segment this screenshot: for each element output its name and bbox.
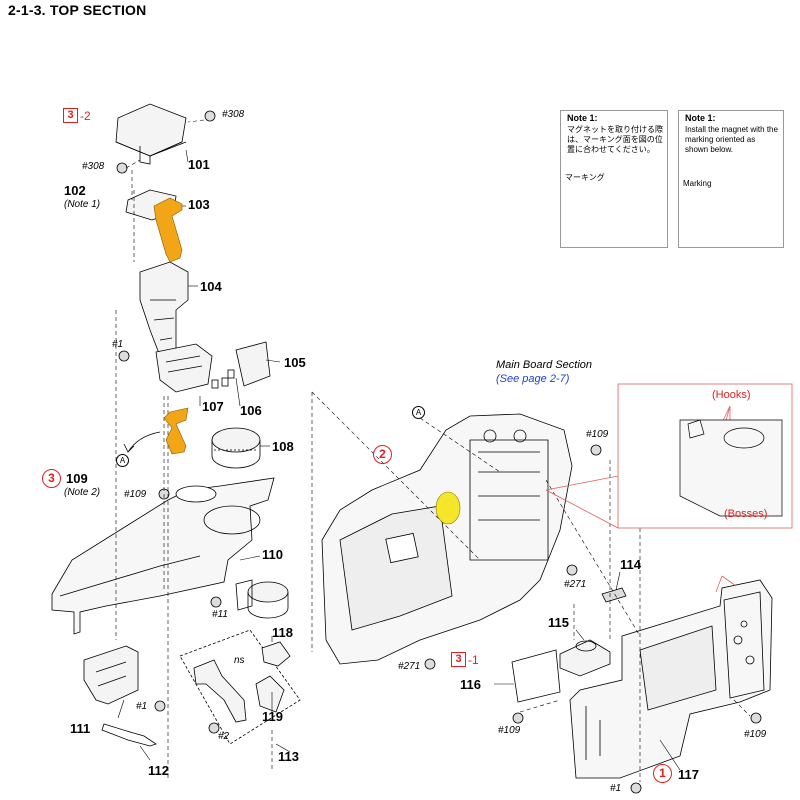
- marker-a-left: A: [116, 454, 129, 467]
- part-label-115: 115: [548, 615, 569, 630]
- hooks-label: (Hooks): [712, 389, 751, 401]
- screw-label-271-left: #271: [398, 661, 421, 672]
- note-en-title: Note 1:: [685, 113, 716, 123]
- note-jp-title: Note 1:: [567, 113, 598, 123]
- note-box-english: Note 1: Install the magnet with the mark…: [678, 110, 784, 248]
- part-label-105: 105: [284, 355, 306, 370]
- screw-label-109-lower: #109: [498, 725, 521, 736]
- page-title: 2-1-3. TOP SECTION: [8, 2, 147, 18]
- part-label-107: 107: [202, 399, 224, 414]
- part-label-102: 102: [64, 183, 86, 198]
- part-label-118: 118: [272, 625, 293, 640]
- note-jp-marking-label: マーキング: [565, 173, 605, 182]
- ref-circle-2: 2: [373, 445, 392, 464]
- screw-label-109-right: #109: [744, 729, 767, 740]
- ref-3-1-suffix: -1: [468, 653, 479, 667]
- part-label-104: 104: [200, 279, 222, 294]
- screw-label-2: #2: [218, 731, 230, 742]
- screw-label-271-right: #271: [564, 579, 587, 590]
- part-label-112: 112: [148, 763, 169, 778]
- screw-label-109-body: #109: [586, 429, 609, 440]
- main-board-label: Main Board Section: [496, 359, 592, 371]
- part-label-110: 110: [262, 547, 283, 562]
- note-en-text: Install the magnet with the marking orie…: [685, 125, 778, 154]
- note-en-marking-label: Marking: [683, 179, 712, 188]
- screw-label-ns: ns: [234, 655, 245, 666]
- main-board-page-link[interactable]: (See page 2-7): [496, 373, 570, 385]
- part-label-111: 111: [70, 721, 91, 736]
- screw-label-109-cover: #109: [124, 489, 147, 500]
- ref-circle-1: 1: [653, 764, 672, 783]
- screw-label-1-upper: #1: [112, 339, 124, 350]
- screw-label-308-left: #308: [82, 161, 105, 172]
- marker-a-body: A: [412, 406, 425, 419]
- part-label-106: 106: [240, 403, 262, 418]
- ref-3-2-suffix: -2: [80, 109, 91, 123]
- part-label-108: 108: [272, 439, 294, 454]
- part-label-103: 103: [188, 197, 210, 212]
- part-label-113: 113: [278, 749, 299, 764]
- part-109-note: (Note 2): [64, 487, 101, 498]
- part-label-109: 109: [66, 471, 88, 486]
- part-label-119: 119: [262, 709, 283, 724]
- bosses-label: (Bosses): [724, 508, 768, 520]
- note-box-japanese: Note 1: マグネットを取り付ける際は、マーキング面を図の位置に合わせてくだ…: [560, 110, 668, 248]
- screw-label-308-top: #308: [222, 109, 245, 120]
- part-label-114: 114: [620, 557, 641, 572]
- note-jp-text: マグネットを取り付ける際は、マーキング面を図の位置に合わせてください。: [567, 125, 663, 154]
- ref-3-1-box: 3: [451, 652, 466, 667]
- part-label-116: 116: [460, 677, 481, 692]
- ref-3-2-box: 3: [63, 108, 78, 123]
- part-label-101: 101: [188, 157, 210, 172]
- screw-label-1-mid: #1: [136, 701, 148, 712]
- screw-label-11: #11: [212, 609, 228, 620]
- ref-circle-3: 3: [42, 469, 61, 488]
- part-102-note: (Note 1): [64, 199, 101, 210]
- screw-label-1-bottom: #1: [610, 783, 622, 794]
- part-label-117: 117: [678, 767, 699, 782]
